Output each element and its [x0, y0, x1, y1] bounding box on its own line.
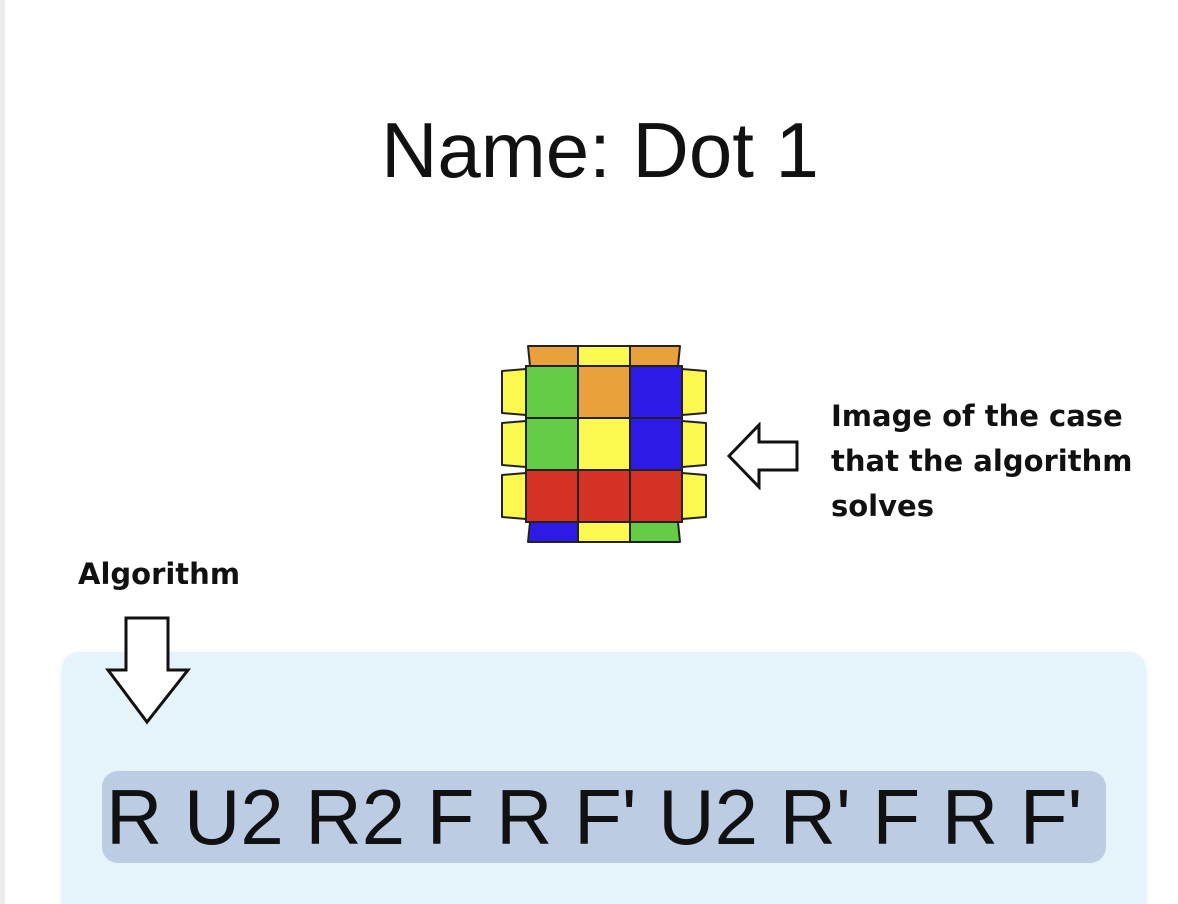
left-arrow-icon: [726, 422, 799, 490]
left-edge-divider: [0, 0, 5, 904]
cube-right-sticker: [681, 420, 707, 468]
cube-sticker: [525, 417, 579, 471]
cube-sticker: [629, 469, 683, 523]
cube-sticker: [577, 365, 631, 419]
cube-top-sticker: [527, 345, 579, 367]
cube-sticker: [577, 417, 631, 471]
cube-sticker: [525, 469, 579, 523]
cube-left-sticker: [501, 472, 527, 520]
cube-case-image: [501, 345, 707, 543]
cube-right-sticker: [681, 472, 707, 520]
cube-bottom-sticker: [527, 521, 579, 543]
cube-right-sticker: [681, 368, 707, 416]
algorithm-label: Algorithm: [78, 557, 241, 591]
cube-sticker: [525, 365, 579, 419]
algorithm-text[interactable]: R U2 R2 F R F' U2 R' F R F': [102, 771, 1106, 863]
down-arrow-icon: [105, 616, 192, 725]
cube-left-sticker: [501, 420, 527, 468]
cube-sticker: [629, 365, 683, 419]
case-annotation: Image of the case that the algorithm sol…: [831, 399, 1133, 523]
cube-top-sticker: [577, 345, 631, 367]
cube-left-sticker: [501, 368, 527, 416]
page-title: Name: Dot 1: [381, 106, 819, 194]
cube-sticker: [629, 417, 683, 471]
cube-bottom-sticker: [577, 521, 631, 543]
cube-top-sticker: [629, 345, 681, 367]
cube-sticker: [577, 469, 631, 523]
cube-bottom-sticker: [629, 521, 681, 543]
